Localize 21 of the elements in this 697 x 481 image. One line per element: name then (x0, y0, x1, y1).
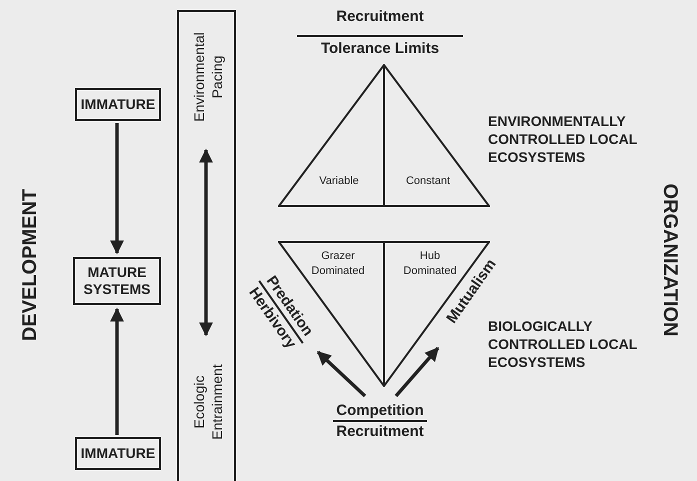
band-text: Ecologic Entrainment (188, 342, 228, 462)
fraction-numerator: Recruitment (335, 7, 425, 27)
stage-box: IMMATURE (75, 88, 161, 121)
arrow (394, 346, 440, 398)
axis-title: ORGANIZATION (658, 182, 682, 338)
axis-title: DEVELOPMENT (18, 188, 42, 344)
arrow (316, 350, 366, 398)
interaction-label: Recruitment (335, 422, 425, 441)
fraction-denominator: Tolerance Limits (320, 39, 440, 59)
arrow (110, 308, 124, 435)
constant-label: Constant (404, 174, 452, 189)
ecosystem-type-label: BIOLOGICALLY CONTROLLED LOCAL ECOSYSTEMS (488, 318, 638, 371)
stage-box: MATURE SYSTEMS (73, 257, 161, 305)
arrow (110, 123, 124, 254)
stage-box: IMMATURE (75, 437, 161, 470)
arrow (199, 148, 213, 336)
variable-label: Variable (318, 174, 360, 189)
interaction-label: Competition (333, 401, 427, 422)
ecosystem-type-label: ENVIRONMENTALLY CONTROLLED LOCAL ECOSYSTEMS (488, 112, 638, 166)
gradient-band (177, 10, 236, 481)
band-text: Environmental Pacing (188, 17, 228, 137)
